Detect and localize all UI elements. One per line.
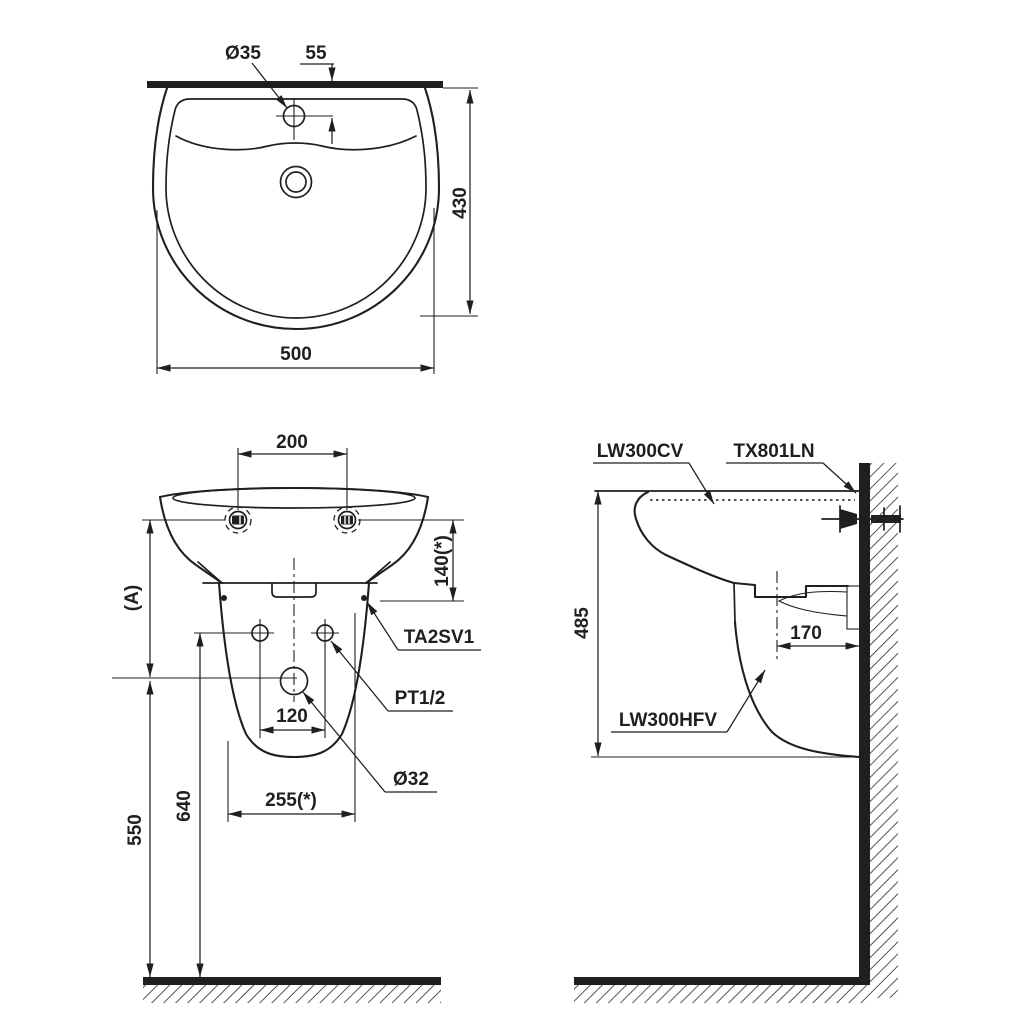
floor-hatch-side bbox=[574, 985, 870, 1003]
left-mounting-hole bbox=[224, 506, 252, 534]
basin-outer-outline bbox=[151, 86, 441, 331]
fixing-kit-leader bbox=[366, 601, 399, 651]
dim-rim-to-pedestal: 485 bbox=[572, 607, 593, 639]
dim-depth: 430 bbox=[450, 187, 471, 219]
floor-hatch-front bbox=[143, 985, 441, 1003]
label-supply-thread: PT1/2 bbox=[395, 688, 446, 709]
side-view: 485 170 LW300CV TX801LN LW300HFV bbox=[572, 441, 904, 1003]
pedestal-outline bbox=[217, 581, 371, 759]
right-mounting-hole bbox=[333, 506, 361, 534]
dim-drain-dia: Ø32 bbox=[393, 769, 429, 790]
dim-supply-spacing: 120 bbox=[276, 706, 308, 727]
dim-bolt-span: 255(*) bbox=[265, 790, 317, 811]
faucet-hole-dia-leader bbox=[251, 62, 288, 109]
left-hanger-flange bbox=[197, 561, 223, 584]
pedestal-model-leader bbox=[726, 669, 766, 733]
basin-inner-rim bbox=[165, 98, 427, 319]
floor-line-front bbox=[143, 977, 441, 985]
dim-width: 500 bbox=[280, 344, 312, 365]
dim-drain-wall-offset: 170 bbox=[790, 623, 822, 644]
right-fixing-bolt bbox=[361, 595, 367, 601]
pedestal-side-profile bbox=[733, 620, 861, 759]
label-fixing-kit: TA2SV1 bbox=[404, 627, 475, 648]
dim-bracket-drop: 140(*) bbox=[432, 535, 453, 587]
counter-wall-line bbox=[147, 81, 443, 88]
dim-hole-wall-offset: 55 bbox=[305, 43, 327, 64]
right-supply-hole bbox=[311, 619, 339, 647]
wall-hatch bbox=[870, 463, 898, 998]
front-view: 200 140(*) (A) 550 640 120 255(*) TA2SV1 bbox=[112, 432, 481, 1003]
bowl-back-ledge-curve bbox=[175, 135, 417, 151]
faucet-model-leader bbox=[822, 462, 857, 494]
left-fixing-bolt bbox=[221, 595, 227, 601]
floor-line-side bbox=[574, 977, 870, 985]
label-pedestal-model: LW300HFV bbox=[619, 710, 718, 731]
right-hanger-flange bbox=[365, 561, 391, 584]
dim-supply-height: 640 bbox=[174, 790, 195, 822]
wall-line bbox=[859, 463, 870, 981]
drain-mark-front bbox=[279, 666, 309, 696]
drain-dia-leader bbox=[302, 691, 386, 793]
supply-thread-leader bbox=[330, 640, 389, 712]
basin-front-right-side bbox=[364, 495, 430, 585]
top-view: Ø35 55 430 500 bbox=[147, 43, 478, 374]
dim-drain-height: 550 bbox=[125, 814, 146, 846]
lavatory-model-leader bbox=[688, 462, 715, 505]
basin-front-left-side bbox=[158, 495, 224, 585]
drain-mark-top bbox=[279, 165, 313, 199]
label-faucet-model: TX801LN bbox=[733, 441, 814, 462]
faucet-hole-mark bbox=[276, 98, 333, 140]
hanger-bracket-front bbox=[733, 582, 736, 623]
dim-faucet-hole-spacing: 200 bbox=[276, 432, 308, 453]
basin-rim-ellipse bbox=[172, 487, 416, 509]
basin-side-profile bbox=[633, 490, 850, 599]
dim-ref-height: (A) bbox=[122, 585, 143, 611]
dim-faucet-hole-dia: Ø35 bbox=[225, 43, 261, 64]
label-lavatory-model: LW300CV bbox=[597, 441, 684, 462]
